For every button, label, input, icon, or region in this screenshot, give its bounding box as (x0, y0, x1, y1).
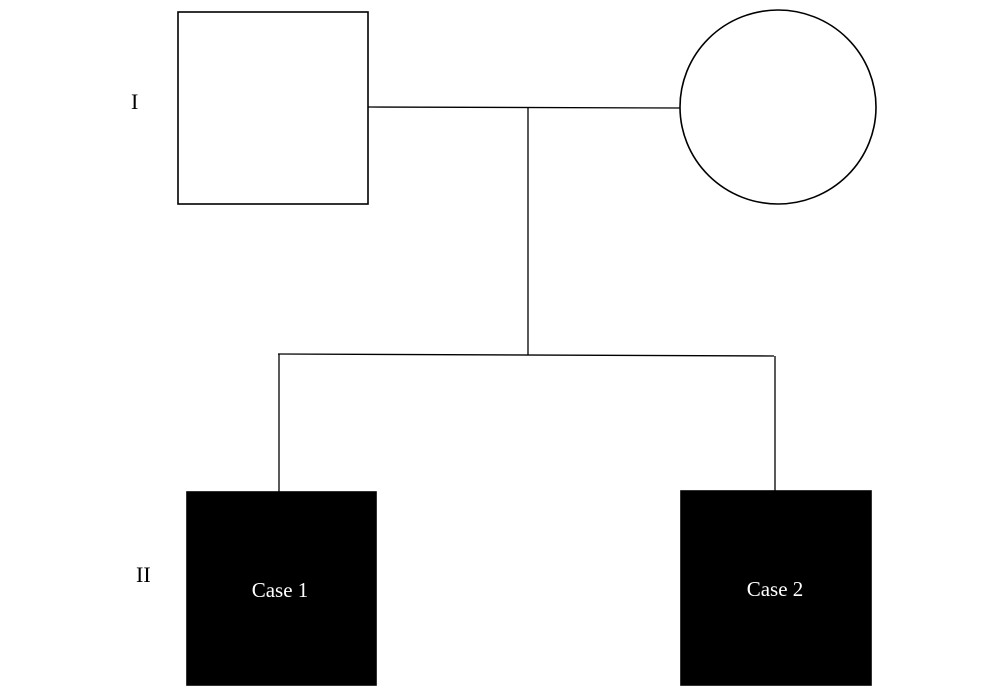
mating-line (367, 106, 681, 109)
mother-female-unaffected-symbol (679, 9, 877, 205)
case1-label: Case 1 (252, 578, 309, 602)
case1-individual: Case 1 (186, 491, 377, 686)
father-male-unaffected-symbol (177, 11, 369, 205)
case2-individual: Case 2 (680, 490, 872, 686)
generation-label-2: II (136, 562, 151, 587)
generation-label-1: I (131, 89, 138, 114)
case2-label: Case 2 (747, 577, 804, 601)
case2-male-affected-symbol (680, 490, 872, 686)
case1-male-affected-symbol (186, 491, 377, 686)
sibship-line (277, 353, 775, 357)
